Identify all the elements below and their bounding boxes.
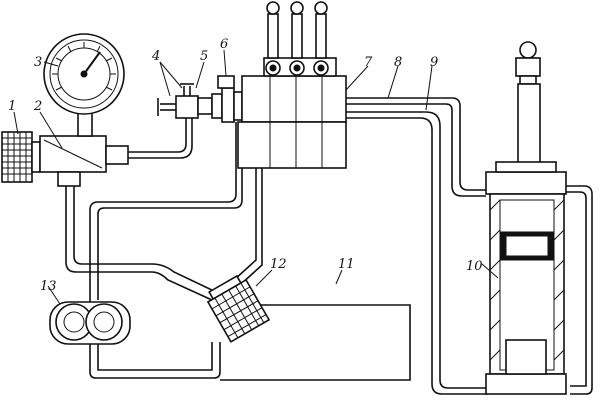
distributor-valve-icon xyxy=(237,1,347,169)
oil-tank-icon xyxy=(220,304,411,381)
pipe-lines xyxy=(65,97,593,395)
callout-2: 2 xyxy=(33,99,42,114)
pressure-gauge-icon xyxy=(43,33,125,115)
callout-7: 7 xyxy=(364,55,373,70)
callout-10: 10 xyxy=(466,259,483,274)
callout-11: 11 xyxy=(338,257,355,272)
pipe-valve-to-pump xyxy=(65,185,213,301)
callout-8: 8 xyxy=(394,55,402,70)
callout-6: 6 xyxy=(220,37,228,52)
callout-13: 13 xyxy=(40,279,57,294)
hydraulic-cylinder-icon xyxy=(485,41,567,395)
callout-1: 1 xyxy=(8,99,16,114)
callout-4: 4 xyxy=(151,49,160,64)
filter-icon xyxy=(206,274,271,343)
pipe-8-line xyxy=(346,97,486,191)
callout-3: 3 xyxy=(34,55,42,70)
leader-lines xyxy=(13,49,499,305)
tee-fitting-icon xyxy=(157,83,199,119)
gear-pump-icon xyxy=(49,301,131,345)
callout-9: 9 xyxy=(430,55,438,70)
pipe-valve-to-tee xyxy=(128,118,187,153)
callout-labels: 1 2 3 4 5 6 7 8 9 10 11 12 13 xyxy=(8,37,483,294)
callout-5: 5 xyxy=(200,49,208,64)
fitting-icon xyxy=(197,93,223,119)
nut-icon xyxy=(217,75,243,123)
handwheel-icon xyxy=(1,131,41,183)
pipe-distributor-to-filter xyxy=(89,122,237,305)
callout-12: 12 xyxy=(270,257,287,272)
pipe-9-line xyxy=(346,111,488,389)
pipe-pump-return xyxy=(89,342,221,379)
